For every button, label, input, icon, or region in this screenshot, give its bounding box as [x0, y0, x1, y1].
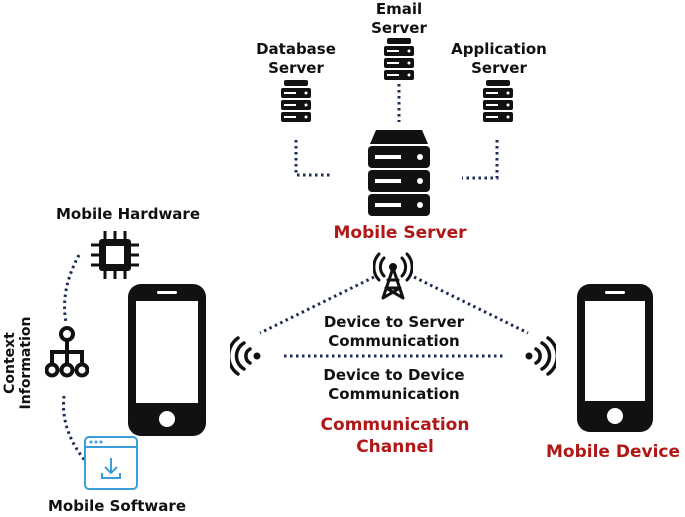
server-icon	[483, 80, 513, 122]
mobile-software-label: Mobile Software	[47, 497, 186, 515]
mobile-device-label: Mobile Device	[545, 442, 681, 462]
application-to-mobile-server-line	[462, 140, 499, 180]
communication-channel-label: Communication Channel	[320, 415, 470, 457]
device-to-server-label: Device to Server Communication	[323, 313, 465, 350]
email-server-label: Email Server	[371, 0, 427, 37]
context-to-software-line	[61, 395, 88, 463]
mobile-server-icon	[368, 130, 430, 216]
smartphone-icon	[577, 284, 653, 432]
chip-icon	[91, 231, 139, 279]
server-icon	[384, 38, 414, 80]
device-to-device-label: Device to Device Communication	[323, 366, 465, 403]
application-server-label: Application Server	[451, 40, 547, 77]
smartphone-icon	[128, 284, 206, 436]
wifi-signal-icon	[230, 336, 261, 376]
mobile-server-label: Mobile Server	[333, 223, 467, 243]
database-to-mobile-server-line	[294, 140, 332, 177]
wifi-signal-icon	[525, 336, 556, 376]
download-window-icon	[84, 436, 138, 490]
context-information-label: Context Information	[2, 316, 34, 410]
hardware-to-context-line	[63, 254, 81, 323]
hierarchy-icon	[45, 326, 89, 378]
database-server-label: Database Server	[256, 40, 336, 77]
server-icon	[281, 80, 311, 122]
mobile-hardware-label: Mobile Hardware	[55, 205, 200, 223]
cell-tower-icon	[373, 252, 413, 300]
